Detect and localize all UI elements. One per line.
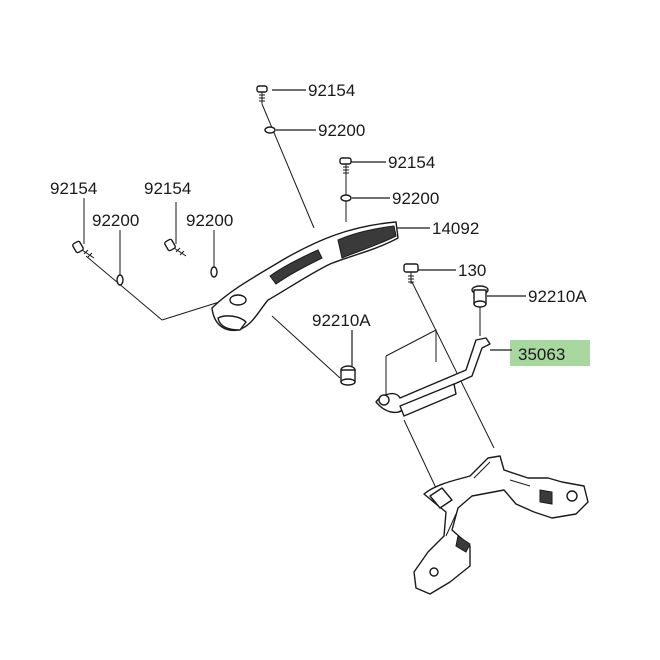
bolt-92154-top-icon [256,85,268,104]
label-92200-farleft: 92200 [92,211,139,230]
bolt-92154-left-icon [164,238,187,257]
label-92154-left: 92154 [144,179,191,198]
label-92210a-right: 92210A [528,287,587,306]
bolt-92154-mid-icon [339,157,352,178]
washer-92200-farleft-icon [116,274,124,286]
part-35063-bracket [375,337,491,417]
bolt-130-icon [403,263,419,284]
highlight-35063-box [510,340,590,366]
label-92154-farleft: 92154 [50,179,97,198]
fasteners [72,85,489,386]
label-92200-left: 92200 [186,211,233,230]
label-92200-mid: 92200 [392,189,439,208]
washer-92200-mid-icon [340,194,352,202]
collar-92210a-right-icon [471,285,489,308]
label-130: 130 [458,261,486,280]
bolt-92154-farleft-icon [72,240,95,259]
part-labels: 92154 92200 92154 92200 14092 130 92210A… [50,81,587,364]
part-stand-frame [413,455,589,595]
collar-92210a-left-icon [340,365,356,386]
label-14092: 14092 [432,219,479,238]
label-92154-mid: 92154 [388,153,435,172]
label-92210a-left: 92210A [312,311,371,330]
leader-lines [83,89,526,489]
label-35063: 35063 [518,345,565,364]
label-92200-top: 92200 [318,121,365,140]
label-92154-top: 92154 [308,81,355,100]
washer-92200-top-icon [264,126,276,134]
washer-92200-left-icon [210,266,218,278]
part-14092-grab-bar [211,221,399,332]
